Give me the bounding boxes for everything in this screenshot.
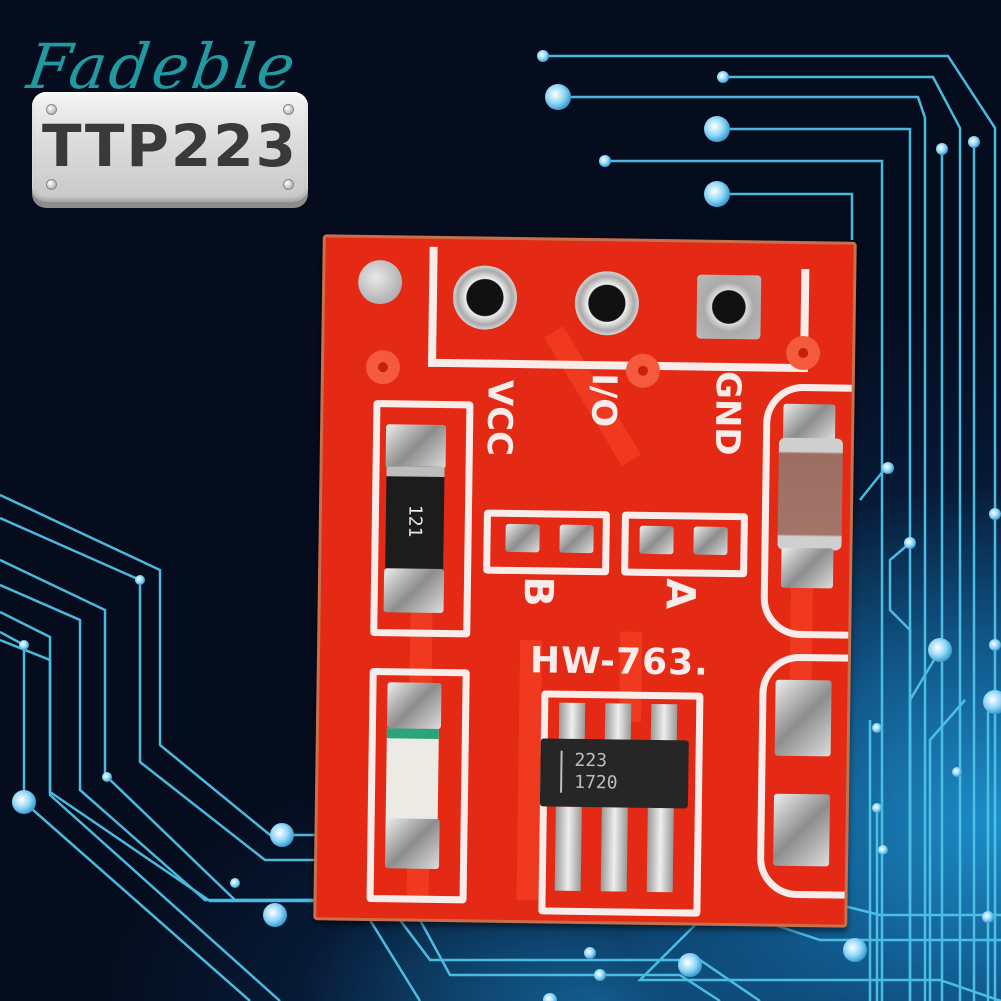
board-model-label: HW-763. [529,640,710,684]
pin-label-io: I/O [583,372,624,428]
jumper-b-pad[interactable] [559,524,594,554]
brand-logo: Fadeble [22,30,303,103]
pin-label-gnd: GND [706,370,748,456]
screw-icon [46,179,57,190]
smd-pad [773,793,831,867]
pin-label-vcc: VCC [478,379,520,457]
screw-icon [283,104,294,115]
pin-hole-gnd[interactable] [696,274,762,340]
jumper-label-b: B [514,576,562,608]
jumper-a-pad[interactable] [639,525,674,555]
status-led [385,728,439,823]
ic-marking-line2: 1720 [574,771,618,794]
model-name: TTP223 [41,112,299,180]
model-nameplate: TTP223 [32,92,308,202]
resistor-marking: 121 [404,504,426,538]
ic-marking-line1: 223 [574,749,608,772]
fiducial-mark [357,259,403,305]
smd-pad [774,679,832,757]
screw-icon [46,104,57,115]
pin-hole-io[interactable] [574,270,640,336]
jumper-b-pad[interactable] [505,523,540,553]
ttp223-pcb-module: VCC I/O GND B A HW-763. 121 223 1720 [313,234,857,928]
jumper-a-pad[interactable] [693,526,728,555]
ttp223-ic: 223 1720 [539,738,689,809]
pin-hole-vcc[interactable] [452,265,518,331]
jumper-label-a: A [656,578,704,610]
capacitor [777,437,844,551]
screw-icon [283,179,294,190]
